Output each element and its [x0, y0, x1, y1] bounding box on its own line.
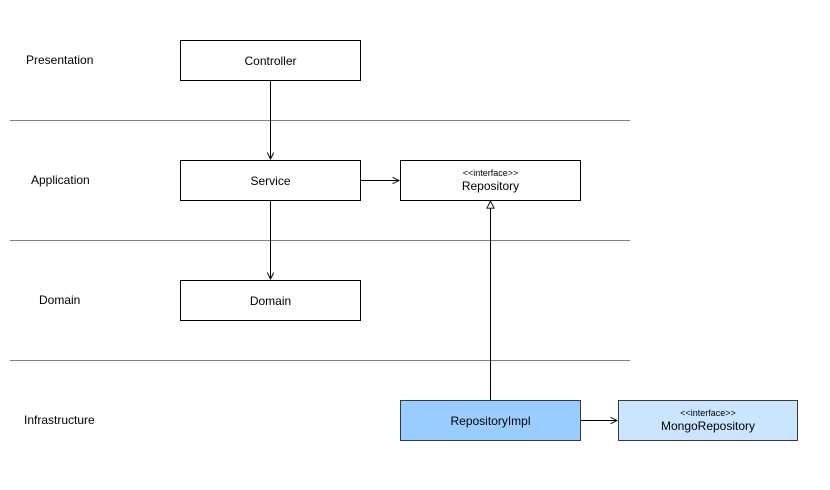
repository-node-label: Repository [461, 179, 520, 193]
mongo-repository-node-label: MongoRepository [660, 419, 756, 433]
repository-stereotype: <<interface>> [462, 168, 519, 178]
mongo-repository-interface-node[interactable]: <<interface>> MongoRepository [618, 400, 798, 441]
controller-node[interactable]: Controller [180, 40, 361, 81]
service-node[interactable]: Service [180, 160, 361, 201]
service-node-label: Service [250, 173, 291, 188]
domain-node-label: Domain [249, 293, 292, 308]
controller-node-label: Controller [244, 53, 297, 68]
repository-impl-node[interactable]: RepositoryImpl [400, 400, 581, 441]
layer-label-presentation: Presentation [26, 53, 94, 67]
layer-label-infrastructure: Infrastructure [24, 413, 95, 427]
mongo-repository-stereotype: <<interface>> [680, 408, 736, 418]
layer-label-domain: Domain [39, 293, 81, 307]
domain-node[interactable]: Domain [180, 280, 361, 321]
layer-label-application: Application [31, 173, 90, 187]
repository-interface-node[interactable]: <<interface>> Repository [400, 160, 581, 201]
repository-impl-node-label: RepositoryImpl [450, 413, 531, 428]
